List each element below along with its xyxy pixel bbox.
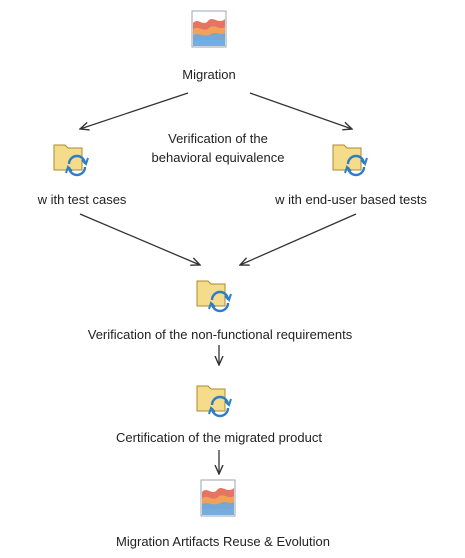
test-cases-label: w ith test cases: [37, 192, 127, 207]
arrow-test-cases-to-non-functional: [79, 213, 200, 265]
folder-refresh-icon: [53, 144, 89, 177]
certification-label: Certification of the migrated product: [116, 430, 322, 445]
reuse-label: Migration Artifacts Reuse & Evolution: [116, 534, 330, 549]
behavioral-label-line-2: behavioral equivalence: [151, 150, 285, 165]
behavioral-label-line-1: Verification of the: [168, 131, 268, 146]
end-user-label: w ith end-user based tests: [275, 192, 427, 207]
folder-refresh-icon: [196, 280, 232, 313]
arrow-migration-to-test-cases: [80, 92, 189, 129]
area-chart-icon: [191, 10, 227, 48]
arrow-end-user-to-non-functional: [240, 213, 357, 265]
non-functional-label: Verification of the non-functional requi…: [87, 327, 353, 342]
migration-label: Migration: [182, 67, 236, 82]
area-chart-icon: [200, 479, 236, 517]
folder-refresh-icon: [332, 144, 368, 177]
folder-refresh-icon: [196, 385, 232, 418]
arrow-migration-to-end-user: [249, 92, 352, 129]
